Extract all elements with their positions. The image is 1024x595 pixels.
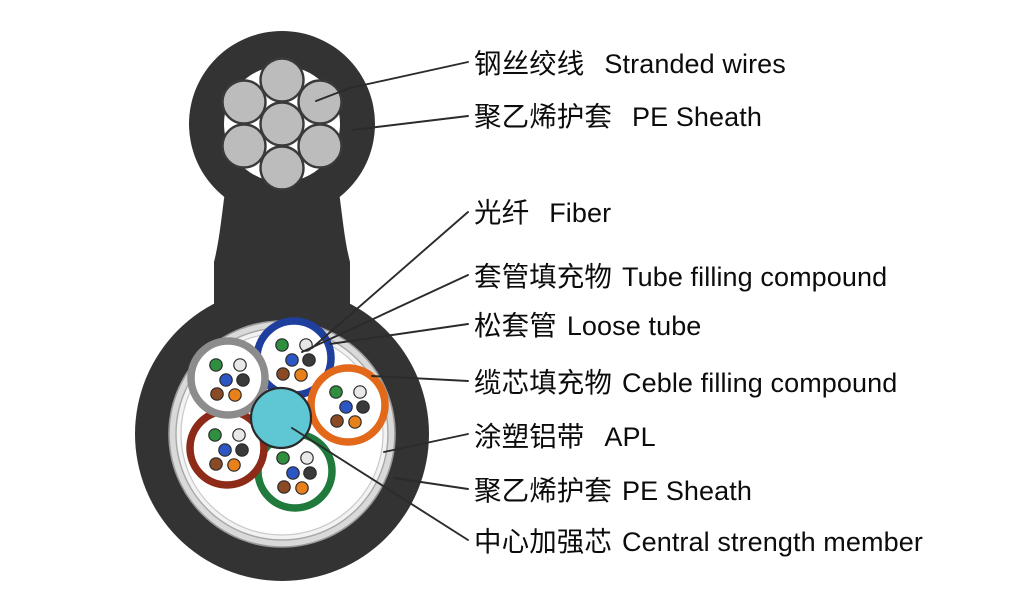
fiber [277,480,291,494]
steel-wire [259,145,305,191]
fiber [209,457,223,471]
leader-line-loose-tube [329,323,469,345]
central-strength-member [249,386,313,450]
fiber [295,481,309,495]
fiber-bundle [276,451,317,495]
fiber-bundle [208,428,249,472]
steel-wire [297,123,343,169]
fiber [236,373,250,387]
callout-stranded-wires-en: Stranded wires [604,49,786,79]
callout-tube-filling-compound: 套管填充物 Tube filling compound [474,263,887,291]
callout-cable-filling-compound-cn: 缆芯填充物 [474,367,612,398]
fiber [232,428,246,442]
leader-line-fiber [311,211,469,349]
fiber [294,368,308,382]
steel-wire [221,123,267,169]
callout-central-strength-member-cn: 中心加强芯 [474,526,612,557]
callout-cable-filling-compound: 缆芯填充物 Ceble filling compound [474,369,897,397]
fiber [227,458,241,472]
callout-pe-sheath-lower: 聚乙烯护套 PE Sheath [474,477,752,505]
fiber [330,414,344,428]
callout-stranded-wires: 钢丝绞线 Stranded wires [474,50,786,78]
callout-pe-sheath-upper: 聚乙烯护套 PE Sheath [474,103,762,131]
callout-central-strength-member: 中心加强芯 Central strength member [474,528,923,556]
leader-line-pe-sheath-upper [351,115,469,131]
fiber [218,443,232,457]
callout-pe-sheath-upper-en: PE Sheath [632,102,762,132]
fiber [329,385,343,399]
fiber [353,385,367,399]
fiber [276,367,290,381]
fiber [348,415,362,429]
steel-wire [259,57,305,103]
stranded-wire-bundle [221,57,343,191]
fiber [209,358,223,372]
leader-line-central-strength-member [291,427,469,541]
fiber [276,451,290,465]
callout-fiber-en: Fiber [549,198,612,228]
leader-line-cable-filling [371,375,469,382]
callout-pe-sheath-upper-cn: 聚乙烯护套 [474,101,612,132]
steel-wire [259,101,305,147]
loose-tube-right [307,364,389,446]
steel-wire [297,79,343,125]
callout-tube-filling-compound-cn: 套管填充物 [474,261,612,292]
leader-line-pe-sheath-lower [393,477,469,490]
callout-apl-cn: 涂塑铝带 [474,421,585,452]
callout-stranded-wires-cn: 钢丝绞线 [474,48,585,79]
callout-loose-tube-cn: 松套管 [474,310,557,341]
callout-tube-filling-compound-en: Tube filling compound [622,262,888,292]
callout-central-strength-member-en: Central strength member [622,527,923,557]
fiber [300,451,314,465]
fiber [219,373,233,387]
fiber [302,353,316,367]
fiber [339,400,353,414]
loose-tube-upper-left [187,337,269,419]
callout-apl: 涂塑铝带 APL [474,423,656,451]
loose-tube-lower-left [186,407,268,489]
fiber [208,428,222,442]
fiber [228,388,242,402]
leader-line-apl [383,433,469,453]
loose-tube-top [253,317,335,399]
fiber [285,353,299,367]
fiber [235,443,249,457]
leader-line-stranded-wires [315,61,469,102]
fiber [286,466,300,480]
callout-pe-sheath-lower-en: PE Sheath [622,476,752,506]
fiber-bundle [329,385,370,429]
fiber [275,338,289,352]
fiber-bundle [209,358,250,402]
leader-lines [291,61,469,541]
fiber [356,400,370,414]
leader-line-tube-filling [301,274,469,353]
callout-cable-filling-compound-en: Ceble filling compound [622,368,898,398]
callout-fiber: 光纤 Fiber [474,199,611,227]
callout-pe-sheath-lower-cn: 聚乙烯护套 [474,475,612,506]
steel-wire [221,79,267,125]
optical-core-section [168,317,396,548]
callout-loose-tube: 松套管 Loose tube [474,312,701,340]
callout-fiber-cn: 光纤 [474,197,530,228]
callout-loose-tube-en: Loose tube [566,311,702,341]
fiber [303,466,317,480]
messenger-strand-section [221,57,343,191]
fiber [210,387,224,401]
callout-apl-en: APL [604,422,656,452]
fiber [233,358,247,372]
